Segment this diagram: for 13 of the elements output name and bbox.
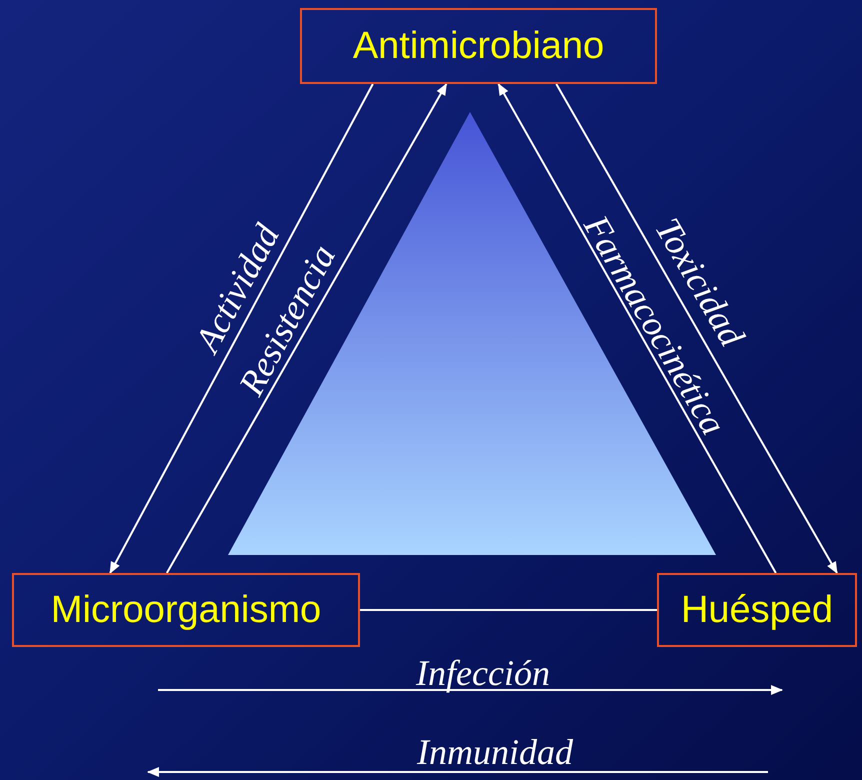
- node-label: Antimicrobiano: [352, 27, 604, 65]
- label-box: [657, 573, 857, 647]
- arrow-label: Inmunidad: [417, 734, 573, 770]
- connector-line: [360, 609, 657, 611]
- arrow: [498, 83, 777, 574]
- arrow: [166, 83, 448, 574]
- label-box: [300, 8, 657, 84]
- node-label: Microorganismo: [50, 591, 322, 629]
- arrow: [555, 84, 838, 574]
- arrow: [109, 84, 374, 574]
- node-label: Huésped: [680, 591, 834, 629]
- arrow-label: Infección: [416, 655, 550, 691]
- label-box: [12, 573, 360, 647]
